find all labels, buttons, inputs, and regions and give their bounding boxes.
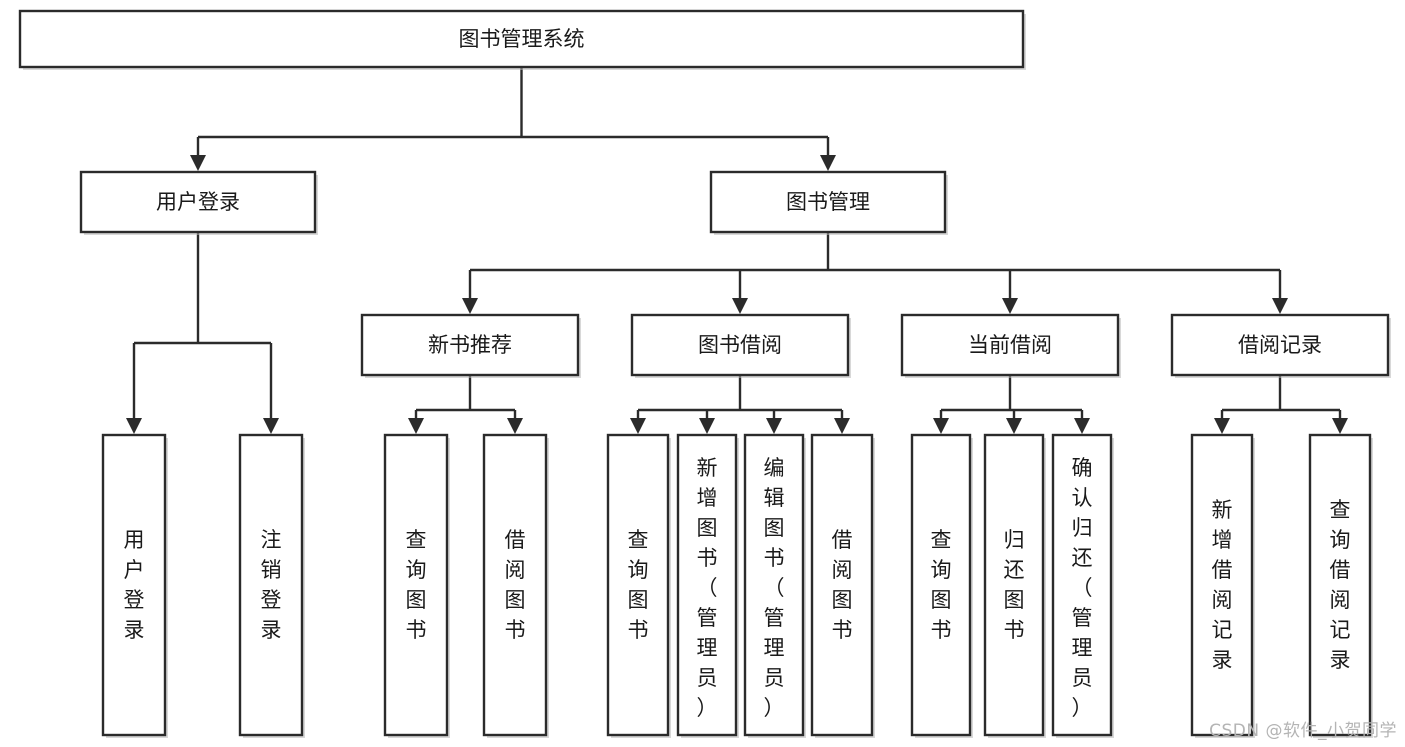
node-leaf-3[interactable]: 借阅图书 [482,433,549,738]
node-leaf-10[interactable]: 确认归还（管理员） [1051,433,1114,738]
arrow-head-icon [462,298,478,314]
node-rect [18,9,1025,69]
node-leaf-8[interactable]: 查询图书 [910,433,973,738]
node-rect [1170,313,1390,377]
node-label: 图书借阅 [698,333,782,357]
node-label: 图书管理系统 [459,27,585,51]
node-rect [743,433,805,737]
arrow-head-icon [933,418,949,434]
node-leaf-1[interactable]: 注销登录 [238,433,305,738]
node-level2-1[interactable]: 图书管理 [709,170,948,235]
arrow-head-icon [766,418,782,434]
arrow-head-icon [190,155,206,171]
node-level3-1[interactable]: 图书借阅 [630,313,851,378]
arrow-head-icon [1074,418,1090,434]
arrow-head-icon [699,418,715,434]
nodes-layer: 图书管理系统用户登录图书管理新书推荐图书借阅当前借阅借阅记录用户登录注销登录查询… [18,9,1391,738]
node-rect [238,433,304,737]
arrow-head-icon [1002,298,1018,314]
node-level3-0[interactable]: 新书推荐 [360,313,581,378]
node-label: 借阅图书 [505,528,526,642]
node-rect [676,433,738,737]
node-leaf-12[interactable]: 查询借阅记录 [1308,433,1373,738]
node-label: 确认归还（管理员） [1072,456,1093,720]
node-root-0[interactable]: 图书管理系统 [18,9,1026,70]
node-label: 查询图书 [406,528,427,642]
node-level3-2[interactable]: 当前借阅 [900,313,1121,378]
node-label: 新增借阅记录 [1212,498,1233,672]
arrow-head-icon [1332,418,1348,434]
node-label: 查询借阅记录 [1330,498,1351,672]
node-rect [983,433,1045,737]
node-label: 用户登录 [124,528,145,642]
node-label: 查询图书 [628,528,649,642]
node-rect [606,433,670,737]
arrow-head-icon [507,418,523,434]
node-label: 当前借阅 [968,333,1052,357]
arrow-head-icon [263,418,279,434]
node-level2-0[interactable]: 用户登录 [79,170,318,235]
node-rect [1190,433,1254,737]
arrow-head-icon [1214,418,1230,434]
arrow-head-icon [1272,298,1288,314]
connectors-layer [126,67,1348,434]
node-rect [810,433,874,737]
arrow-head-icon [126,418,142,434]
node-leaf-7[interactable]: 借阅图书 [810,433,875,738]
node-label: 图书管理 [786,190,870,214]
node-leaf-6[interactable]: 编辑图书（管理员） [743,433,806,738]
arrow-head-icon [1006,418,1022,434]
node-rect [630,313,850,377]
arrow-head-icon [408,418,424,434]
arrow-head-icon [732,298,748,314]
node-label: 归还图书 [1004,528,1025,642]
node-leaf-4[interactable]: 查询图书 [606,433,671,738]
node-label: 注销登录 [261,528,282,642]
node-leaf-5[interactable]: 新增图书（管理员） [676,433,739,738]
arrow-head-icon [820,155,836,171]
node-rect [910,433,972,737]
arrow-head-icon [630,418,646,434]
node-label: 用户登录 [156,190,240,214]
node-leaf-0[interactable]: 用户登录 [101,433,168,738]
node-rect [1051,433,1113,737]
node-label: 查询图书 [931,528,952,642]
node-level3-3[interactable]: 借阅记录 [1170,313,1391,378]
node-label: 编辑图书（管理员） [764,456,785,720]
node-rect [482,433,548,737]
node-label: 新书推荐 [428,333,512,357]
node-rect [383,433,449,737]
node-rect [1308,433,1372,737]
node-label: 新增图书（管理员） [697,456,718,720]
arrow-head-icon [834,418,850,434]
node-leaf-2[interactable]: 查询图书 [383,433,450,738]
node-leaf-9[interactable]: 归还图书 [983,433,1046,738]
node-label: 借阅图书 [832,528,853,642]
node-rect [79,170,317,234]
node-rect [900,313,1120,377]
node-rect [101,433,167,737]
node-label: 借阅记录 [1238,333,1322,357]
node-rect [360,313,580,377]
node-rect [709,170,947,234]
node-leaf-11[interactable]: 新增借阅记录 [1190,433,1255,738]
